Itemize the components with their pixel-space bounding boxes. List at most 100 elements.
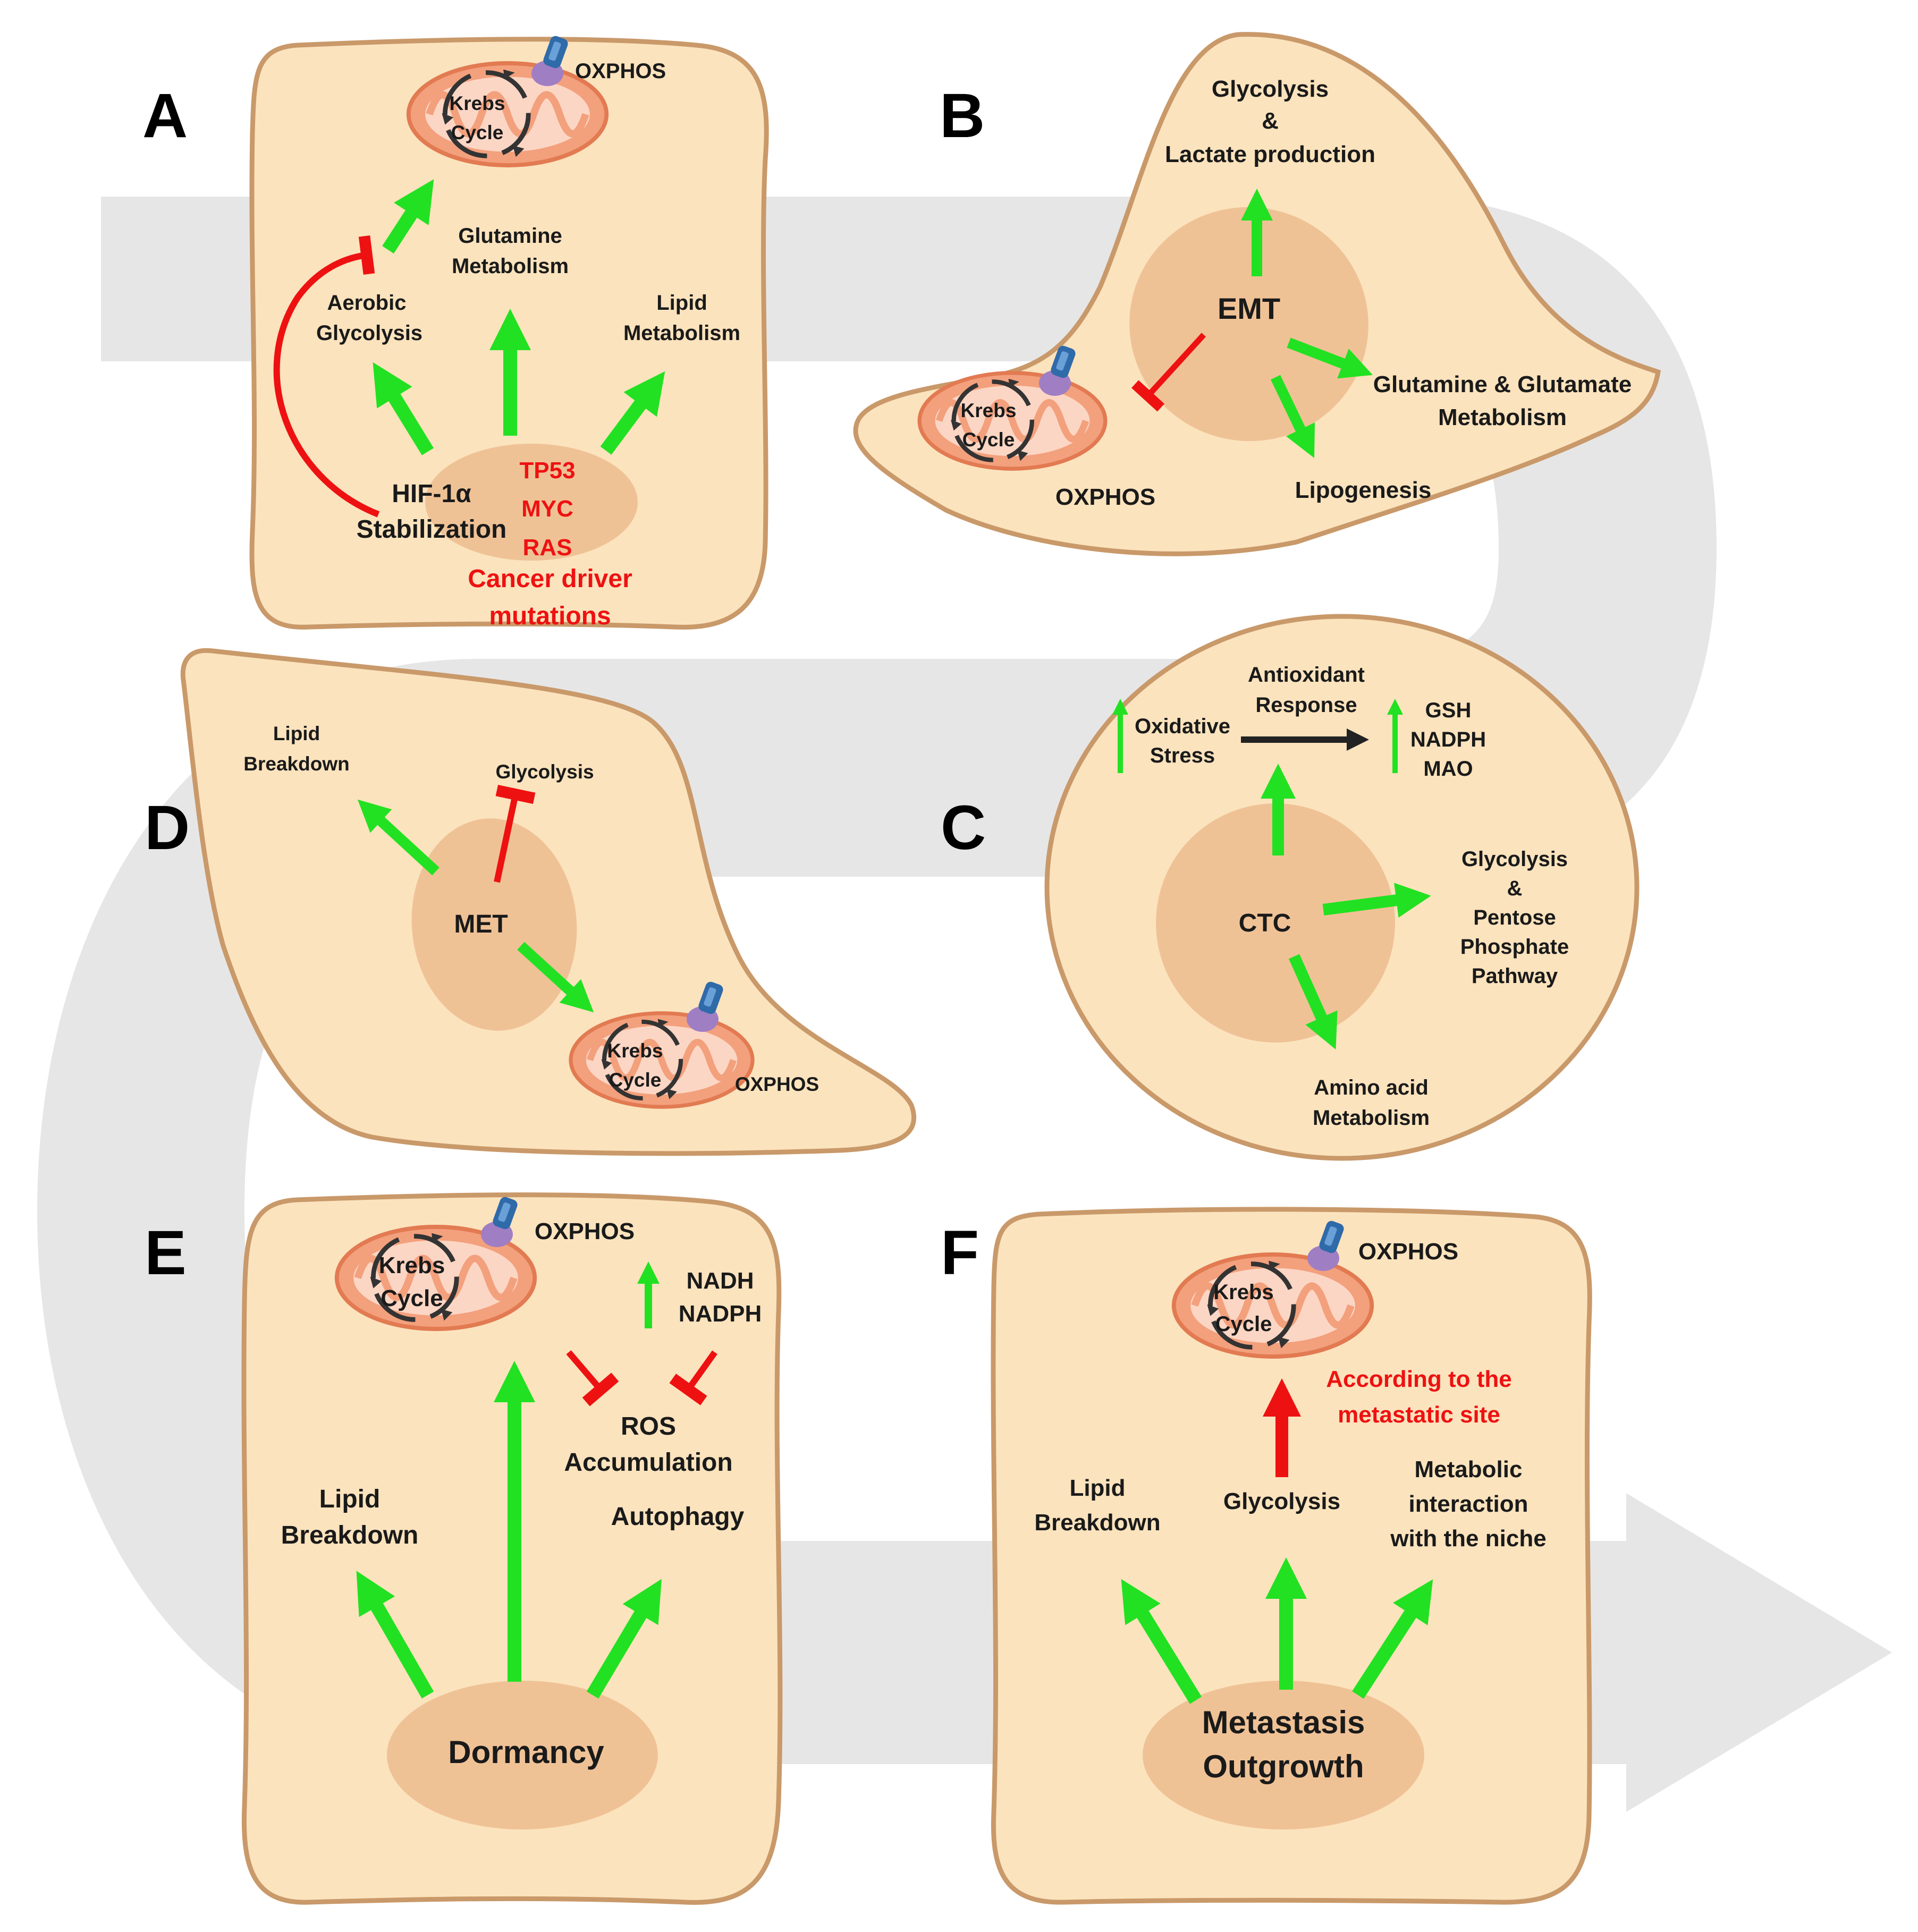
panel-f-niche-3: with the niche xyxy=(1390,1526,1546,1552)
panel-a-arrow-lipid xyxy=(600,371,665,455)
panel-c-ox-1: Oxidative xyxy=(1135,715,1230,738)
panel-a-arrow-krebs xyxy=(382,179,434,254)
panel-e-krebs-2: Cycle xyxy=(381,1285,443,1311)
panel-a: A Krebs Cycle OXPHOS Aerobic Glycolysis … xyxy=(142,34,769,630)
panel-f-site-2: metastatic site xyxy=(1338,1402,1500,1428)
panel-f-site-1: According to the xyxy=(1326,1366,1512,1392)
panel-c-amino-2: Metabolism xyxy=(1313,1106,1430,1130)
panel-e-lipid-2: Breakdown xyxy=(281,1521,419,1549)
panel-e-nad-2: NADPH xyxy=(679,1301,762,1327)
panel-a-gene-3: RAS xyxy=(523,535,572,561)
panel-c-ppp-2: & xyxy=(1507,877,1523,900)
panel-b: B Krebs Cycle OXPHOS Glycolysis & Lactat… xyxy=(853,32,1661,556)
panel-e-nad-1: NADH xyxy=(686,1268,754,1294)
panel-e-oxphos: OXPHOS xyxy=(535,1218,635,1244)
panel-a-driver-2: mutations xyxy=(489,602,611,630)
panel-c-center: CTC xyxy=(1239,909,1291,937)
panel-b-arrow-lipogenesis xyxy=(1270,375,1315,459)
panel-a-hif-2: Stabilization xyxy=(357,515,507,544)
panel-c-anti-2: Response xyxy=(1255,693,1357,717)
panel-d-krebs-2: Cycle xyxy=(609,1069,662,1091)
panel-f-center-2: Outgrowth xyxy=(1203,1749,1364,1784)
panel-f-mitochondrion xyxy=(1174,1255,1372,1357)
panel-d-lipid-2: Breakdown xyxy=(243,753,349,775)
panel-f-lipid-2: Breakdown xyxy=(1034,1510,1160,1536)
panel-d-krebs-1: Krebs xyxy=(607,1040,663,1062)
panel-b-glyco-1: Glycolysis xyxy=(1212,76,1329,102)
panel-b-krebs-1: Krebs xyxy=(961,400,1017,421)
panel-f-niche-2: interaction xyxy=(1409,1491,1528,1517)
panel-e: E Krebs Cycle OXPHOS NADH NADPH ROS Accu… xyxy=(145,1192,783,1905)
panel-c-gsh-1: GSH xyxy=(1425,699,1472,722)
panel-e-lipid-1: Lipid xyxy=(319,1485,381,1513)
panel-b-glut-2: Metabolism xyxy=(1438,404,1567,430)
panel-c-gsh-3: MAO xyxy=(1423,757,1473,781)
panel-d-letter: D xyxy=(145,793,190,863)
panel-c-ppp-4: Phosphate xyxy=(1460,935,1569,959)
panel-b-glyco-2: & xyxy=(1262,108,1279,134)
panel-f-nucleus xyxy=(1143,1681,1424,1829)
panel-d-nucleus xyxy=(411,818,577,1031)
panel-b-glut-1: Glutamine & Glutamate xyxy=(1373,371,1632,397)
panel-b-inhibition-oxphos xyxy=(1131,333,1206,412)
panel-f-arrow-niche xyxy=(1352,1579,1433,1699)
panel-b-lipo: Lipogenesis xyxy=(1295,477,1432,503)
panel-b-center: EMT xyxy=(1218,292,1280,325)
panel-d: D Krebs Cycle OXPHOS Lipid Breakdown Gly… xyxy=(145,648,917,1156)
panel-d-lipid-1: Lipid xyxy=(273,723,320,744)
panel-a-oxphos: OXPHOS xyxy=(575,60,666,83)
panel-f-glyco: Glycolysis xyxy=(1223,1488,1340,1514)
panel-c-ppp-3: Pentose xyxy=(1473,906,1556,929)
panel-a-glutamine-2: Metabolism xyxy=(452,255,569,278)
panel-f-krebs-1: Krebs xyxy=(1213,1281,1273,1304)
panel-a-gene-2: MYC xyxy=(521,496,573,522)
panel-c-arrow-amino xyxy=(1288,954,1338,1050)
panel-e-center: Dormancy xyxy=(448,1734,604,1770)
panel-a-krebs-1: Krebs xyxy=(450,92,505,114)
panel-a-inhibition-hif xyxy=(273,235,380,518)
panel-f-center-1: Metastasis xyxy=(1202,1705,1365,1740)
panel-e-inhibition-nad xyxy=(669,1350,717,1405)
panel-a-lipid-2: Metabolism xyxy=(623,321,740,345)
panel-e-ros-2: Accumulation xyxy=(564,1448,732,1477)
panel-a-gene-1: TP53 xyxy=(519,457,575,484)
panel-f-lipid-1: Lipid xyxy=(1069,1475,1125,1501)
panel-c-ox-2: Stress xyxy=(1150,744,1215,767)
panel-e-inhibition-krebs xyxy=(566,1350,619,1406)
panel-e-nucleus xyxy=(387,1681,658,1829)
panel-d-center: MET xyxy=(454,910,508,938)
panel-d-inhibition-glycolysis xyxy=(494,784,536,883)
panel-a-letter: A xyxy=(142,81,188,151)
panel-a-krebs-2: Cycle xyxy=(451,122,504,143)
panel-e-arrow-lipid xyxy=(356,1571,434,1699)
panel-c-nucleus xyxy=(1156,803,1395,1043)
panel-f-arrow-lipid xyxy=(1121,1579,1202,1704)
panel-a-hif-1: HIF-1α xyxy=(392,480,471,508)
panel-c-arrow-ppp xyxy=(1322,883,1431,918)
panel-c-anti-1: Antioxidant xyxy=(1248,663,1365,687)
panel-a-aerobic-1: Aerobic xyxy=(327,291,407,315)
panel-a-driver-1: Cancer driver xyxy=(468,565,632,593)
panel-e-autophagy: Autophagy xyxy=(611,1503,745,1531)
panel-c-gsh-2: NADPH xyxy=(1410,728,1486,751)
panel-a-glutamine-1: Glutamine xyxy=(458,224,562,248)
panel-c-ppp-5: Pathway xyxy=(1472,964,1558,988)
panel-f: F Krebs Cycle OXPHOS According to the me… xyxy=(941,1207,1592,1905)
panel-f-niche-1: Metabolic xyxy=(1415,1456,1523,1482)
panel-e-krebs-1: Krebs xyxy=(379,1252,445,1278)
panel-b-arrow-glutamine xyxy=(1287,337,1373,379)
panel-f-cell xyxy=(991,1207,1592,1905)
panel-b-nucleus xyxy=(1129,207,1368,442)
panel-c-letter: C xyxy=(941,793,986,863)
panel-f-oxphos: OXPHOS xyxy=(1358,1239,1458,1265)
panel-a-arrow-aerobic xyxy=(373,362,434,455)
panel-a-lipid-1: Lipid xyxy=(656,291,707,315)
panel-b-glyco-3: Lactate production xyxy=(1165,141,1375,167)
panel-d-arrow-lipid xyxy=(357,799,440,876)
panel-e-letter: E xyxy=(145,1218,187,1288)
panel-b-letter: B xyxy=(940,81,985,151)
panel-c-amino-1: Amino acid xyxy=(1314,1076,1429,1099)
panel-d-oxphos: OXPHOS xyxy=(735,1073,819,1095)
panel-b-oxphos: OXPHOS xyxy=(1055,484,1155,510)
